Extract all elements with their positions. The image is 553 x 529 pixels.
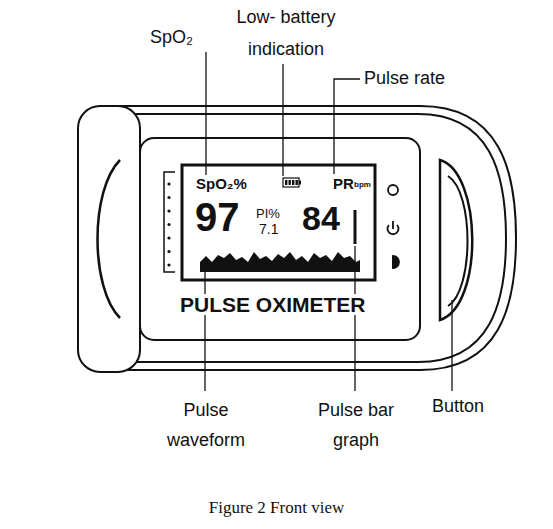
indicator-dot bbox=[167, 263, 170, 266]
device-panel: PULSE OXIMETER SpO₂% PRbpm 97 PI% 7.1 84 bbox=[140, 138, 420, 340]
leader-line bbox=[334, 79, 360, 174]
battery-body bbox=[283, 178, 299, 187]
front-panel bbox=[140, 138, 420, 340]
leader-line bbox=[451, 300, 452, 391]
spo2-header: SpO₂% bbox=[196, 176, 247, 191]
display-screen: SpO₂% PRbpm 97 PI% 7.1 84 bbox=[182, 165, 375, 280]
leader-line bbox=[282, 64, 283, 176]
leader-line bbox=[354, 246, 355, 391]
callout-label: SpO₂ bbox=[150, 27, 193, 49]
half-circle-axis bbox=[392, 256, 394, 268]
battery-bar bbox=[296, 180, 298, 185]
indicator-dots bbox=[167, 182, 170, 266]
indicator-dot bbox=[167, 209, 170, 212]
indicator-dot bbox=[167, 236, 170, 239]
battery-bar bbox=[285, 180, 287, 185]
housing-inner-outline bbox=[126, 114, 506, 362]
battery-bar bbox=[292, 180, 294, 185]
leader-line bbox=[205, 52, 206, 175]
pulse-rate-value: 84 bbox=[302, 201, 340, 235]
indicator-dot bbox=[167, 223, 170, 226]
figure-caption: Figure 2 Front view bbox=[0, 498, 553, 518]
display-frame bbox=[182, 165, 375, 280]
finger-clip-cap bbox=[78, 106, 140, 372]
pr-header: PR bbox=[333, 176, 354, 191]
pi-value: 7.1 bbox=[259, 222, 278, 236]
leader-line bbox=[204, 262, 205, 391]
pr-unit: bpm bbox=[354, 181, 371, 189]
battery-icon bbox=[283, 178, 301, 187]
callout-label: Pulse waveform bbox=[150, 396, 262, 455]
pulse-bar bbox=[354, 210, 357, 244]
cap-groove bbox=[98, 160, 121, 318]
button-shape bbox=[440, 160, 472, 320]
housing bbox=[78, 106, 516, 372]
callout-label: Pulse rate bbox=[364, 68, 445, 90]
dots-bracket bbox=[164, 172, 175, 272]
circle-icon bbox=[388, 185, 398, 195]
battery-nub bbox=[299, 181, 301, 185]
half-circle-icon bbox=[393, 256, 399, 268]
housing-outline bbox=[120, 106, 516, 370]
pi-header: PI% bbox=[256, 207, 280, 220]
power-icon-stem bbox=[392, 221, 394, 229]
spo2-value: 97 bbox=[195, 197, 240, 237]
indicator-dot bbox=[167, 250, 170, 253]
side-icons bbox=[387, 185, 399, 268]
indicator-dot bbox=[167, 196, 170, 199]
button-inner bbox=[448, 176, 468, 306]
battery-bars bbox=[285, 180, 298, 185]
callout-label: Button bbox=[432, 396, 484, 418]
leader-lines bbox=[205, 52, 452, 391]
callout-label: Low- battery indication bbox=[230, 2, 342, 65]
indicator-dot bbox=[167, 182, 170, 185]
pulse-waveform bbox=[200, 252, 360, 272]
callout-label: Pulse bar graph bbox=[300, 396, 412, 455]
battery-bar bbox=[289, 180, 291, 185]
device-name: PULSE OXIMETER bbox=[178, 294, 368, 315]
